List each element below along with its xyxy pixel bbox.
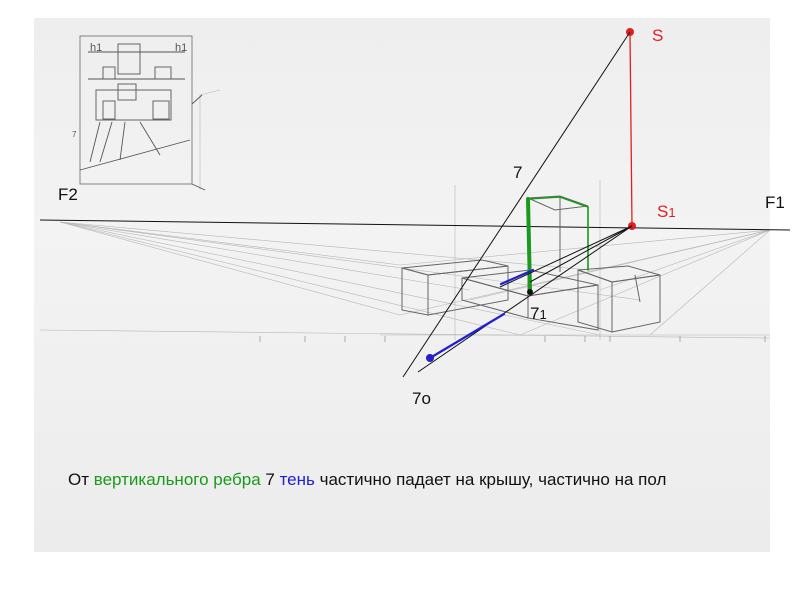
label-7-1-main: 7 [530, 304, 539, 323]
caption-text: От вертикального ребра 7 тень частично п… [68, 468, 758, 492]
label-s1-main: S [657, 202, 668, 221]
horizon-line [39, 219, 791, 231]
caption-shadow: тень [279, 470, 315, 489]
caption-part1: От [68, 470, 94, 489]
label-s1-subscript: 1 [668, 205, 675, 220]
vertical-edge-7 [526, 196, 589, 292]
point-7o [426, 354, 434, 362]
ground-ticks [259, 336, 766, 342]
label-s: S [652, 26, 663, 45]
sketch-label-7: 7 [72, 130, 77, 139]
caption-part5: частично падает на крышу, частично на по… [314, 470, 667, 489]
construction-rays [402, 31, 633, 378]
light-vertical-s-s1 [629, 31, 633, 227]
building-middle-block [461, 269, 599, 331]
label-7-1-subscript: 1 [539, 307, 546, 322]
caption-vertical-edge: вертикального ребра [93, 470, 261, 489]
label-point-7o: 7o [412, 389, 431, 408]
label-f2: F2 [58, 185, 78, 204]
label-f1: F1 [765, 193, 785, 212]
sketch-label-h1-left: h1 [90, 42, 102, 54]
reference-sketch [79, 35, 206, 191]
building-right-block [577, 265, 661, 333]
label-s1: S1 [657, 202, 676, 221]
shadow-of-edge-7 [428, 268, 535, 360]
label-point-7-1: 71 [530, 304, 547, 323]
point-7-1 [527, 289, 533, 295]
caption-part3: 7 [260, 470, 280, 489]
sketch-label-h1-right: h1 [175, 42, 187, 54]
building-left-block [401, 259, 509, 316]
label-point-7: 7 [513, 163, 522, 182]
pencil-perspective-lines [39, 89, 771, 340]
